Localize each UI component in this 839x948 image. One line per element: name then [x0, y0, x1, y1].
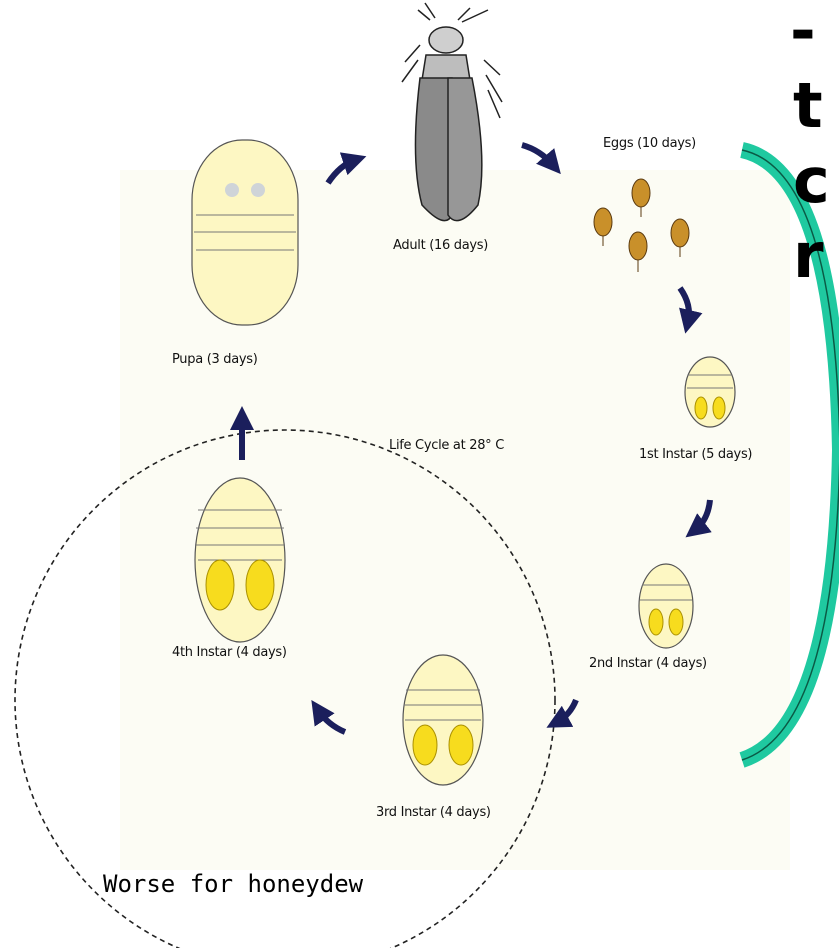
fourth-instar-label: 4th Instar (4 days) [172, 645, 287, 660]
slide-text-fragment: - [790, 0, 816, 62]
second-instar-icon [639, 564, 693, 648]
pupa-label: Pupa (3 days) [172, 352, 258, 367]
life-cycle-caption: Life Cycle at 28° C [389, 438, 504, 453]
first-instar-icon [685, 357, 735, 427]
arrow-adult-to-eggs [522, 145, 553, 165]
pupa-icon [192, 140, 298, 325]
slide-text-fragment: c [793, 150, 830, 212]
fourth-instar-icon [195, 478, 285, 642]
slide-text-fragment: t [793, 75, 823, 137]
slide-text-fragment: r [793, 225, 824, 287]
adult-label: Adult (16 days) [393, 238, 488, 253]
second-instar-label: 2nd Instar (4 days) [589, 656, 707, 671]
first-instar-label: 1st Instar (5 days) [639, 447, 752, 462]
honeydew-annotation: Worse for honeydew [103, 870, 363, 898]
third-instar-icon [403, 655, 483, 785]
eggs-label: Eggs (10 days) [603, 136, 696, 151]
third-instar-label: 3rd Instar (4 days) [376, 805, 491, 820]
